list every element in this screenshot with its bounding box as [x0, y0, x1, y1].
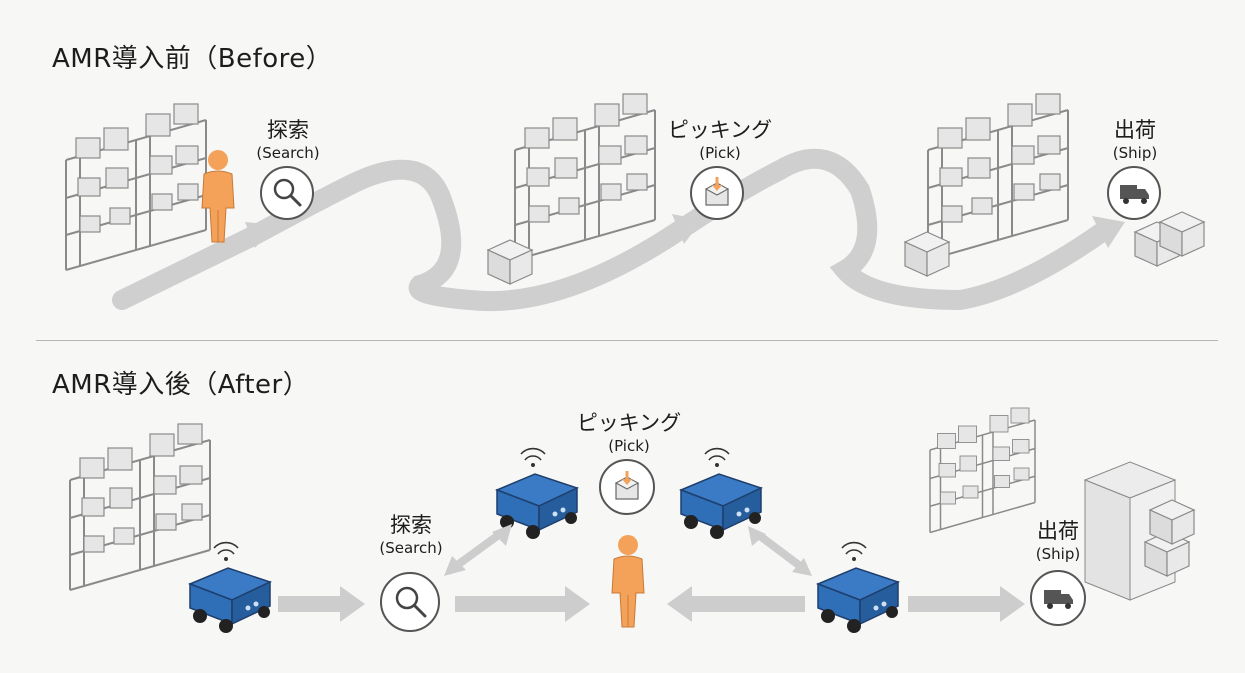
before-section-title: AMR導入前（Before）	[52, 44, 333, 74]
before-search-icon	[260, 166, 314, 220]
section-divider	[36, 340, 1218, 341]
after-step-pick-sub: (Pick)	[608, 437, 650, 455]
after-step-search-sub: (Search)	[379, 539, 443, 557]
before-box-middle	[487, 239, 533, 285]
after-step-search: 探索 (Search)	[331, 512, 491, 558]
after-robot-right	[817, 541, 899, 634]
before-step-ship-label: 出荷	[1114, 118, 1156, 142]
after-step-ship: 出荷 (Ship)	[978, 518, 1138, 564]
before-truck-icon	[1107, 166, 1161, 220]
after-robot-left	[189, 541, 271, 634]
before-boxes-ship	[1134, 211, 1205, 267]
before-step-pick-label: ピッキング	[667, 118, 773, 142]
before-shelf-middle	[514, 93, 656, 261]
after-shipping-stack	[1083, 461, 1195, 601]
after-section-title: AMR導入後（After）	[52, 370, 310, 400]
after-step-ship-label: 出荷	[1037, 519, 1079, 543]
after-step-ship-sub: (Ship)	[1035, 545, 1081, 563]
after-search-icon	[380, 572, 440, 632]
before-step-pick: ピッキング (Pick)	[640, 117, 800, 163]
before-box-right	[904, 231, 950, 277]
after-robot-top-right	[680, 447, 762, 540]
after-arrows	[278, 524, 1025, 622]
before-path	[112, 148, 1125, 312]
before-step-search-sub: (Search)	[256, 144, 320, 162]
after-step-pick-label: ピッキング	[576, 411, 682, 435]
after-step-search-label: 探索	[390, 513, 432, 537]
after-step-pick: ピッキング (Pick)	[549, 410, 709, 456]
after-shelf-left	[69, 423, 211, 591]
after-pick-icon	[599, 459, 655, 515]
before-step-ship: 出荷 (Ship)	[1055, 117, 1215, 163]
before-step-pick-sub: (Pick)	[699, 144, 741, 162]
before-step-ship-sub: (Ship)	[1112, 144, 1158, 162]
before-step-search: 探索 (Search)	[208, 117, 368, 163]
before-pick-icon	[690, 166, 744, 220]
after-truck-icon	[1030, 570, 1086, 626]
after-worker	[611, 534, 645, 628]
before-shelf-left	[65, 103, 207, 271]
before-shelf-right	[927, 93, 1069, 261]
after-shelf-right	[929, 407, 1036, 534]
before-step-search-label: 探索	[267, 118, 309, 142]
